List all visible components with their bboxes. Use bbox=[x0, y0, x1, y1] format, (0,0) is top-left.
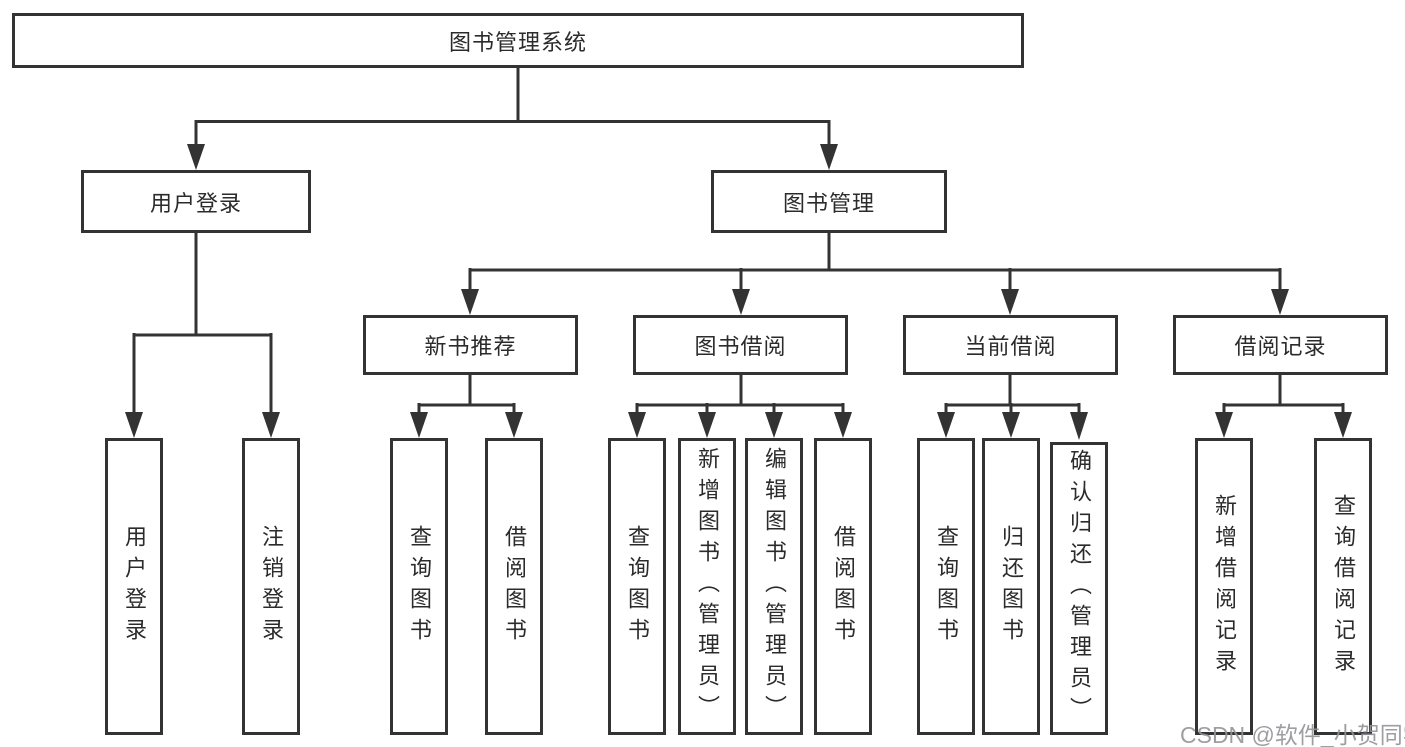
arrowhead-icon bbox=[1334, 412, 1352, 438]
node-book-management: 图书管理 bbox=[711, 170, 947, 233]
leaf-query-books-borrow: 查询图书 bbox=[608, 438, 666, 735]
leaf-confirm-return-admin-label: 确认归还（管理员） bbox=[1067, 449, 1092, 728]
arrowhead-icon bbox=[765, 412, 783, 438]
leaf-add-books-admin: 新增图书（管理员） bbox=[678, 438, 736, 735]
node-borrow-records: 借阅记录 bbox=[1173, 315, 1388, 375]
node-current-borrow-label: 当前借阅 bbox=[964, 334, 1057, 359]
node-book-borrow-label: 图书借阅 bbox=[694, 334, 787, 359]
leaf-add-borrow-record-label: 新增借阅记录 bbox=[1212, 493, 1237, 680]
leaf-query-books-current: 查询图书 bbox=[917, 438, 975, 735]
leaf-logout-label: 注销登录 bbox=[259, 524, 284, 649]
leaf-query-books-recommend: 查询图书 bbox=[390, 438, 448, 735]
node-current-borrow: 当前借阅 bbox=[903, 315, 1118, 375]
leaf-borrow-books-recommend: 借阅图书 bbox=[485, 438, 543, 735]
node-user-login-label: 用户登录 bbox=[149, 190, 242, 216]
leaf-return-books-label: 归还图书 bbox=[999, 524, 1024, 649]
leaf-user-login-label: 用户登录 bbox=[122, 524, 147, 649]
leaf-add-books-admin-label: 新增图书（管理员） bbox=[695, 447, 720, 726]
arrowhead-icon bbox=[732, 289, 750, 315]
arrowhead-icon bbox=[628, 412, 646, 438]
node-book-management-label: 图书管理 bbox=[782, 190, 875, 216]
node-book-borrow: 图书借阅 bbox=[633, 315, 848, 375]
arrowhead-icon bbox=[461, 289, 479, 315]
arrowhead-icon bbox=[1070, 412, 1088, 440]
node-root: 图书管理系统 bbox=[12, 13, 1024, 68]
leaf-return-books: 归还图书 bbox=[982, 438, 1040, 735]
node-root-label: 图书管理系统 bbox=[448, 29, 587, 55]
arrowhead-icon bbox=[1215, 412, 1233, 438]
arrowhead-icon bbox=[1002, 412, 1020, 438]
leaf-borrow-books-borrow-label: 借阅图书 bbox=[831, 524, 856, 649]
leaf-add-borrow-record: 新增借阅记录 bbox=[1195, 438, 1253, 735]
csdn-watermark: CSDN @软件_小贺同学 bbox=[1180, 722, 1405, 747]
node-new-book-recommend-label: 新书推荐 bbox=[424, 334, 517, 359]
leaf-query-books-borrow-label: 查询图书 bbox=[625, 524, 650, 649]
leaf-query-borrow-record: 查询借阅记录 bbox=[1314, 438, 1372, 735]
leaf-user-login: 用户登录 bbox=[105, 438, 163, 735]
arrowhead-icon bbox=[1271, 289, 1289, 315]
arrowhead-icon bbox=[834, 412, 852, 438]
arrowhead-icon bbox=[125, 412, 143, 438]
leaf-edit-books-admin-label: 编辑图书（管理员） bbox=[762, 447, 787, 726]
arrowhead-icon bbox=[698, 412, 716, 438]
leaf-edit-books-admin: 编辑图书（管理员） bbox=[745, 438, 803, 735]
leaf-confirm-return-admin: 确认归还（管理员） bbox=[1050, 442, 1108, 735]
leaf-borrow-books-recommend-label: 借阅图书 bbox=[502, 524, 527, 649]
arrowhead-icon bbox=[937, 412, 955, 438]
leaf-logout: 注销登录 bbox=[242, 438, 300, 735]
arrowhead-icon bbox=[410, 412, 428, 438]
leaf-borrow-books-borrow: 借阅图书 bbox=[814, 438, 872, 735]
arrowhead-icon bbox=[1001, 289, 1019, 315]
arrowhead-icon bbox=[187, 144, 205, 170]
arrowhead-icon bbox=[505, 412, 523, 438]
arrowhead-icon bbox=[820, 144, 838, 170]
arrowhead-icon bbox=[262, 412, 280, 438]
leaf-query-borrow-record-label: 查询借阅记录 bbox=[1331, 493, 1356, 680]
node-user-login: 用户登录 bbox=[81, 170, 311, 233]
node-borrow-records-label: 借阅记录 bbox=[1234, 334, 1327, 359]
leaf-query-books-current-label: 查询图书 bbox=[934, 524, 959, 649]
leaf-query-books-recommend-label: 查询图书 bbox=[407, 524, 432, 649]
node-new-book-recommend: 新书推荐 bbox=[363, 315, 578, 375]
